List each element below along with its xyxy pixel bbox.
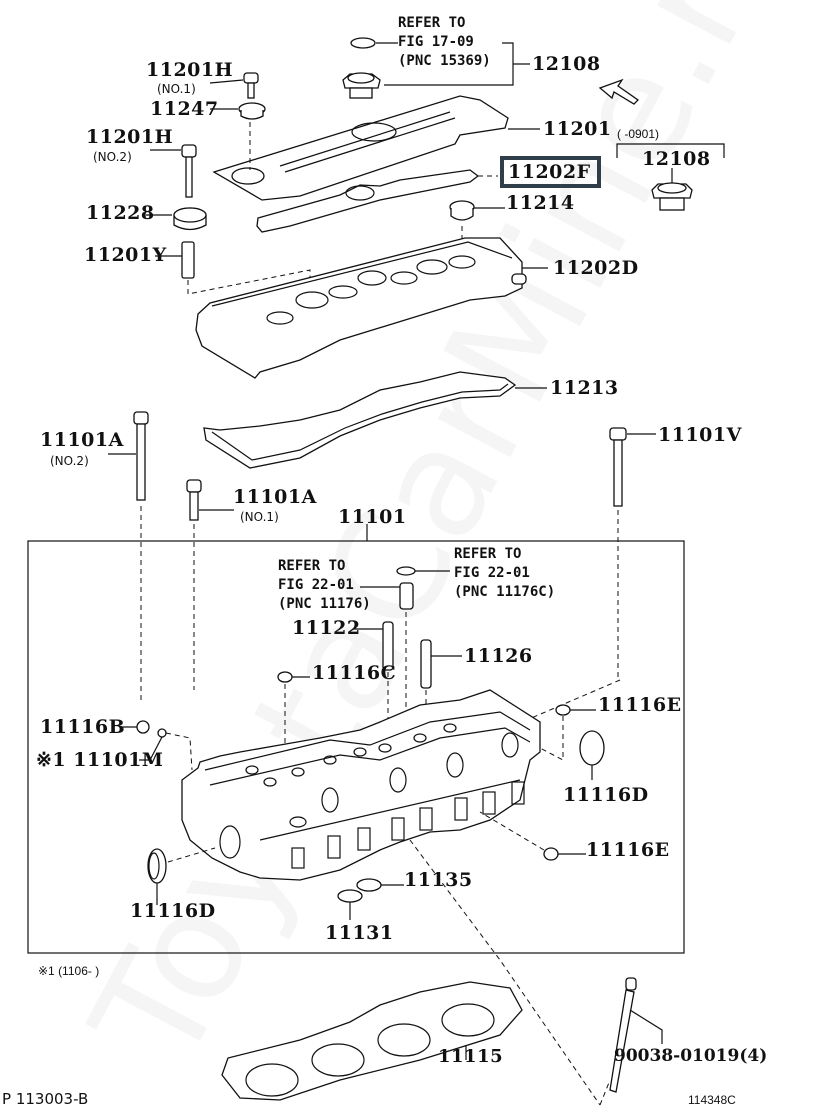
part-11116c[interactable]: 11116C xyxy=(312,662,397,684)
figure-id: 114348C xyxy=(688,1093,736,1107)
part-11116e-a[interactable]: 11116E xyxy=(598,694,682,716)
part-11202d[interactable]: 11202D xyxy=(553,257,639,279)
part-11101a-no1[interactable]: 11101A xyxy=(233,486,317,508)
valve-lifter xyxy=(399,582,414,610)
oil-filler-cap-b xyxy=(651,182,693,211)
part-11101a-no2[interactable]: 11101A xyxy=(40,429,124,451)
valve-guide-11126 xyxy=(420,639,432,689)
cover-gasket-11202F xyxy=(256,169,480,233)
part-11116d-left[interactable]: 11116D xyxy=(130,900,216,922)
head-cover-gasket-11213 xyxy=(203,371,517,469)
part-11126[interactable]: 11126 xyxy=(464,645,533,667)
note-no1-b: (NO.1) xyxy=(240,510,279,524)
valve-guide-11122 xyxy=(382,621,394,671)
part-11135[interactable]: 11135 xyxy=(404,869,473,891)
part-11116e-b[interactable]: 11116E xyxy=(586,839,670,861)
refer-fig-22-01-b[interactable]: REFER TO FIG 22-01 (PNC 11176C) xyxy=(454,546,556,600)
bolt-11201h-no1 xyxy=(243,72,259,99)
note-no1: (NO.1) xyxy=(157,82,196,96)
engine-cover-11201 xyxy=(212,95,509,201)
part-11122[interactable]: 11122 xyxy=(292,617,361,639)
footnote: ※1 (1106- ) xyxy=(38,964,100,978)
part-11201h-no2[interactable]: 11201H xyxy=(86,126,174,148)
part-11116d-right[interactable]: 11116D xyxy=(563,784,649,806)
part-11228[interactable]: 11228 xyxy=(86,202,155,224)
part-11101m[interactable]: ※1 11101M xyxy=(36,749,164,771)
note-no2-b: (NO.2) xyxy=(50,454,89,468)
refer-fig-17-09[interactable]: REFER TO FIG 17-09 (PNC 15369) xyxy=(398,15,491,69)
exploded-parts-diagram xyxy=(27,37,725,1106)
part-11201[interactable]: 11201 xyxy=(543,118,612,140)
seal-11116d-left xyxy=(147,848,167,884)
oring-top xyxy=(350,37,376,49)
part-11214[interactable]: 11214 xyxy=(506,192,575,214)
part-11201h-no1[interactable]: 11201H xyxy=(146,59,234,81)
bolt-11101a-no1 xyxy=(186,479,202,521)
bolt-90038 xyxy=(609,977,637,1093)
bolt-11101v xyxy=(609,427,627,507)
note-no2: (NO.2) xyxy=(93,150,132,164)
grommet-11228 xyxy=(173,207,207,231)
part-11201y[interactable]: 11201Y xyxy=(84,244,167,266)
part-11101[interactable]: 11101 xyxy=(338,506,407,528)
part-11202f-highlighted[interactable]: 11202F xyxy=(500,156,601,188)
part-11116b[interactable]: 11116B xyxy=(40,716,126,738)
ring-11131 xyxy=(337,889,363,903)
part-12108-b[interactable]: 12108 xyxy=(642,148,711,170)
oil-filler-cap-a xyxy=(342,72,381,99)
cylinder-head-group-frame xyxy=(27,540,685,954)
plug-11116d-right xyxy=(579,730,605,766)
bolt-11201h-no2 xyxy=(181,144,197,198)
part-11247[interactable]: 11247 xyxy=(150,98,219,120)
part-90038-01019[interactable]: 90038-01019(4) xyxy=(614,1046,768,1066)
direction-arrow-icon xyxy=(598,78,640,105)
page-code: P 113003-B xyxy=(2,1090,89,1108)
collar-11201y xyxy=(181,241,195,279)
bolt-11101a-no2 xyxy=(133,411,149,501)
part-11101v[interactable]: 11101V xyxy=(658,424,742,446)
refer-fig-22-01-a[interactable]: REFER TO FIG 22-01 (PNC 11176) xyxy=(278,558,371,612)
date-range: ( -0901) xyxy=(617,127,660,141)
part-12108-a[interactable]: 12108 xyxy=(532,53,601,75)
part-11131[interactable]: 11131 xyxy=(325,922,394,944)
cylinder-head-11101 xyxy=(181,689,541,881)
part-11115[interactable]: 11115 xyxy=(438,1046,504,1067)
ring-11135 xyxy=(356,878,382,892)
part-11213[interactable]: 11213 xyxy=(550,377,619,399)
valve-cover-11202D xyxy=(195,237,527,379)
head-gasket-11115 xyxy=(221,981,523,1101)
